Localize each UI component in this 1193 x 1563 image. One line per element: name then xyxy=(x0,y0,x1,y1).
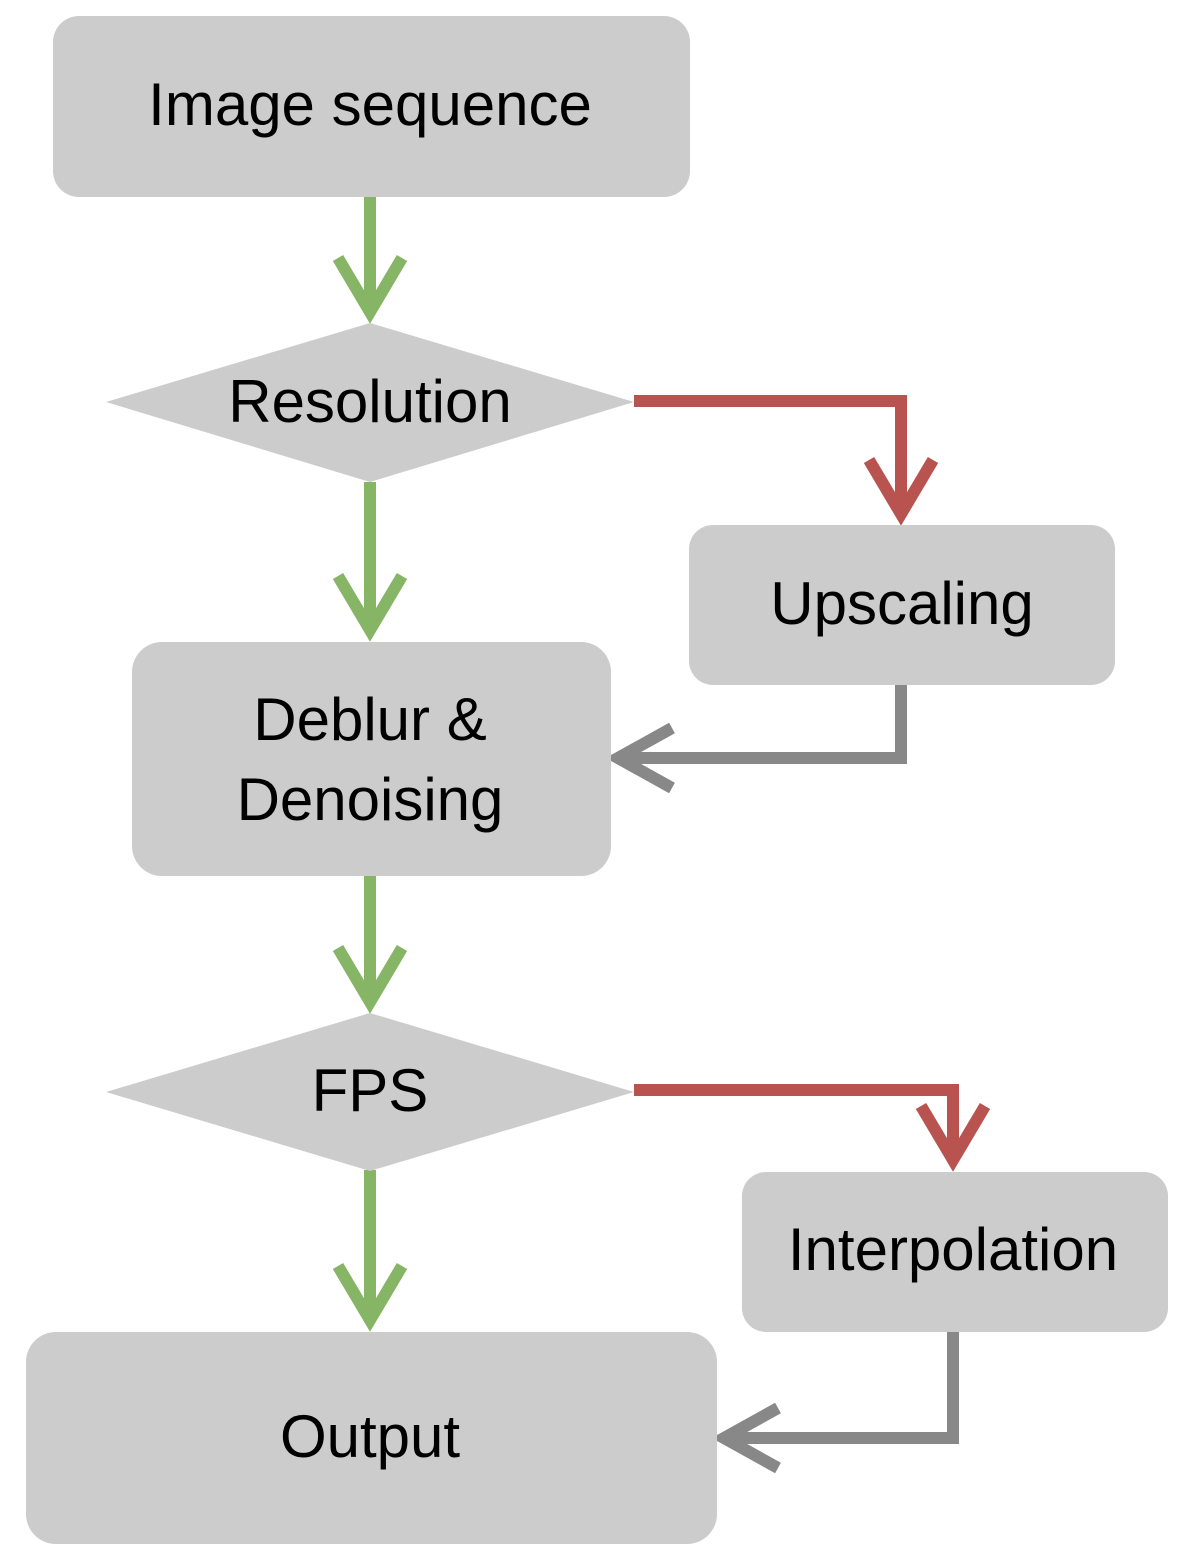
decision-fps-label: FPS xyxy=(312,1057,429,1124)
decision-resolution: Resolution xyxy=(106,323,634,482)
node-deblur-denoising: Deblur & Denoising xyxy=(132,642,611,876)
node-interpolation-label: Interpolation xyxy=(788,1216,1118,1283)
node-output-label: Output xyxy=(280,1403,460,1470)
arrow-fps-to-output xyxy=(332,1170,408,1332)
decision-resolution-label: Resolution xyxy=(228,368,512,435)
node-deblur-label-line1: Deblur & xyxy=(253,686,486,753)
node-interpolation: Interpolation xyxy=(742,1172,1168,1332)
arrow-interpolation-to-output xyxy=(711,1332,959,1474)
arrow-deblur-to-fps xyxy=(332,876,408,1014)
arrow-image-to-resolution xyxy=(332,197,408,324)
node-output: Output xyxy=(26,1332,717,1544)
arrow-upscaling-to-deblur xyxy=(605,685,907,794)
arrow-resolution-to-deblur xyxy=(332,482,408,642)
node-upscaling-label: Upscaling xyxy=(770,570,1033,637)
node-image-sequence-label: Image sequence xyxy=(148,71,592,138)
node-deblur-label-line2: Denoising xyxy=(237,766,504,833)
node-image-sequence: Image sequence xyxy=(53,16,690,197)
arrow-resolution-to-upscaling xyxy=(634,395,939,526)
decision-fps: FPS xyxy=(106,1013,634,1171)
arrow-fps-to-interpolation xyxy=(634,1084,991,1172)
node-upscaling: Upscaling xyxy=(689,525,1115,685)
